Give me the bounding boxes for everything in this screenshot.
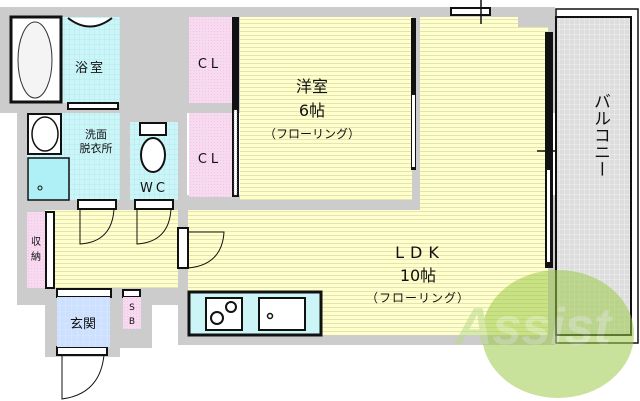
room-washroom[interactable]: 洗面 脱衣所 <box>27 113 120 201</box>
closet-doors[interactable] <box>232 17 239 197</box>
assist-logo-watermark: Assist <box>453 270 634 398</box>
bath-door[interactable] <box>67 102 119 110</box>
closet-1-label: CL <box>198 57 222 72</box>
washroom-label-2: 脱衣所 <box>80 141 113 155</box>
sink-icon <box>258 297 306 331</box>
watermark-text: Assist <box>453 298 614 356</box>
doors[interactable] <box>56 199 225 400</box>
bath-label: 浴室 <box>75 60 105 76</box>
toilet-icon <box>140 137 166 173</box>
top-window[interactable] <box>450 7 491 16</box>
ldk-label: LDK <box>395 243 445 262</box>
kitchen-counter[interactable] <box>187 290 323 337</box>
ldk-floor: （フローリング） <box>366 291 470 305</box>
balcony-sliding-door[interactable] <box>545 32 553 268</box>
washing-machine-pan <box>27 157 70 201</box>
closet-1[interactable]: CL <box>189 17 232 103</box>
entrance[interactable]: 玄関 <box>57 297 110 347</box>
entrance-label: 玄関 <box>70 317 96 332</box>
wc-label: WC <box>140 181 168 196</box>
shoe-box[interactable]: S B <box>123 297 141 329</box>
sb-label-2: B <box>129 317 135 327</box>
storage-label-1: 収 <box>31 236 41 248</box>
washroom-label-1: 洗面 <box>85 128 107 141</box>
western-label: 洋室 <box>296 77 328 96</box>
room-bath[interactable]: 浴室 <box>9 15 120 110</box>
storage-label-2: 納 <box>31 250 41 263</box>
ldk-size: 10帖 <box>400 266 436 285</box>
room-western[interactable]: 洋室 6帖 （フローリング） <box>188 17 420 210</box>
western-size: 6帖 <box>299 101 325 120</box>
sb-label-1: S <box>129 303 135 313</box>
closet-2-label: CL <box>198 152 222 167</box>
closet-2[interactable]: CL <box>189 113 232 197</box>
balcony-label: バルコニー <box>590 93 610 178</box>
storage-door[interactable] <box>45 211 55 289</box>
western-floor: （フローリング） <box>264 127 360 141</box>
storage[interactable]: 収 納 <box>27 211 55 289</box>
room-wc[interactable]: WC <box>130 122 178 200</box>
